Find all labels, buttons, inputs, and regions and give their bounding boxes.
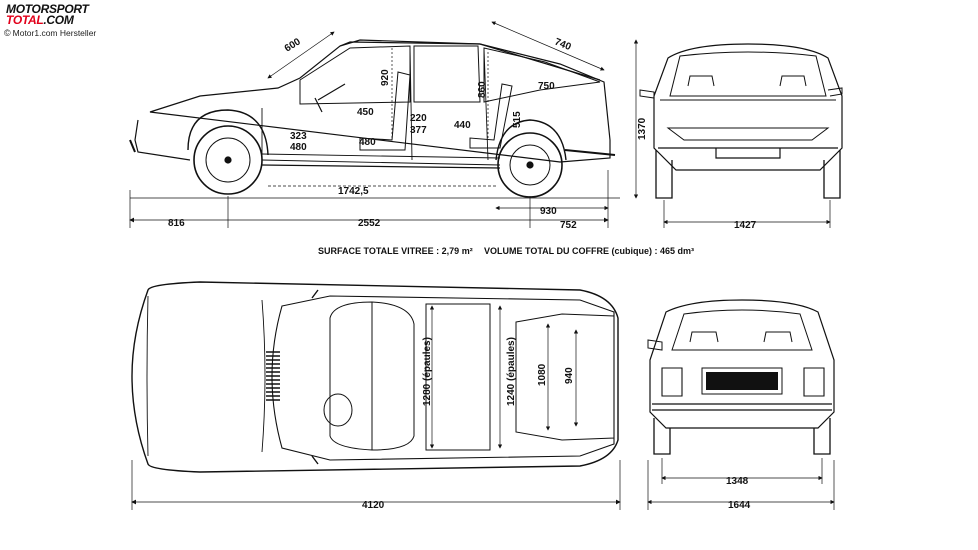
top-body-outline <box>131 281 619 473</box>
rear-window <box>671 309 813 351</box>
dim-label-860: 860 <box>477 81 488 98</box>
side-rear-arch <box>495 119 567 161</box>
side-rear-hub-center <box>526 161 534 169</box>
front-bumper <box>658 147 838 159</box>
dim-label-1240: 1240 (épaules) <box>506 337 517 406</box>
side-front-arch <box>187 109 269 156</box>
dim-label-752: 752 <box>560 220 577 231</box>
rear-mirror <box>647 339 663 351</box>
copyright-icon: © <box>4 28 11 38</box>
side-front-wheel <box>193 125 263 195</box>
dim-label-480: 480 <box>359 137 376 148</box>
rear-body <box>649 299 835 429</box>
front-headrests <box>687 75 807 87</box>
top-cabin-outline <box>271 295 615 461</box>
top-steering-wheel <box>323 393 353 427</box>
caption-boot-volume: VOLUME TOTAL DU COFFRE (cubique) : 465 d… <box>484 246 694 256</box>
side-steering-wheel <box>314 83 346 113</box>
side-rear-seat <box>469 83 513 149</box>
image-credit: © Motor1.com Hersteller <box>4 28 96 38</box>
dim-label-1742: 1742,5 <box>338 186 369 197</box>
side-view: 816 2552 752 930 1742,5 1370 600 740 920… <box>129 21 648 231</box>
rear-bumper <box>652 403 832 411</box>
dim-label-4120: 4120 <box>362 500 385 511</box>
side-greenhouse <box>299 45 601 105</box>
dim-label-1348: 1348 <box>726 476 749 487</box>
dim-label-940: 940 <box>564 367 575 384</box>
rear-tyres <box>653 418 831 455</box>
rear-view: 1348 1644 <box>647 299 835 511</box>
logo-text-motorsport: MOTORSPORT <box>6 2 89 16</box>
side-bumpers <box>129 139 616 156</box>
rear-lights <box>661 367 825 397</box>
top-mirrors <box>311 289 319 465</box>
rear-headrests <box>689 331 793 343</box>
dim-line-740 <box>491 21 605 71</box>
logo-text-total-word: TOTAL <box>6 13 44 27</box>
dim-label-377: 377 <box>410 125 427 136</box>
credit-text: Motor1.com Hersteller <box>12 28 97 38</box>
rear-number-plate-frame <box>701 367 783 395</box>
side-front-hub <box>205 137 251 183</box>
top-boot <box>515 313 615 441</box>
dim-label-600: 600 <box>283 36 303 54</box>
side-front-hub-center <box>224 156 232 164</box>
rear-number-plate <box>706 372 778 390</box>
dim-label-1370: 1370 <box>637 117 648 140</box>
front-body <box>653 43 843 171</box>
caption-glass-area: SURFACE TOTALE VITREE : 2,79 m² <box>318 246 473 256</box>
dim-label-750: 750 <box>538 81 555 92</box>
dim-label-1427: 1427 <box>734 220 757 231</box>
front-grille <box>666 127 830 141</box>
logo-text-total: TOTAL.COM <box>6 13 126 27</box>
dim-label-2552: 2552 <box>358 218 381 229</box>
dim-label-450: 450 <box>357 107 374 118</box>
top-front-seats <box>329 301 415 451</box>
dim-label-440: 440 <box>454 120 471 131</box>
side-rear-hub <box>509 144 551 186</box>
dim-label-1080: 1080 <box>537 363 548 386</box>
front-view: 1427 <box>639 43 843 231</box>
dim-line-600 <box>267 31 335 79</box>
dim-label-480b: 480 <box>290 142 307 153</box>
front-windscreen <box>669 51 827 97</box>
brand-logo: MOTORSPORT TOTAL.COM <box>6 2 126 27</box>
top-view: 1280 (épaules) 1240 (épaules) 1080 940 4… <box>131 281 621 511</box>
side-doorline <box>261 45 489 161</box>
logo-text-dotcom: .COM <box>43 13 74 27</box>
top-rear-bench <box>425 303 491 451</box>
dim-label-220: 220 <box>410 113 427 124</box>
dim-label-1644: 1644 <box>728 500 751 511</box>
dim-label-816: 816 <box>168 218 185 229</box>
front-mirror <box>639 87 843 99</box>
side-body-outline <box>134 39 611 169</box>
dim-label-740: 740 <box>553 37 573 54</box>
dim-label-323: 323 <box>290 131 307 142</box>
dim-label-930: 930 <box>540 206 557 217</box>
side-front-seat <box>359 71 411 151</box>
top-hood-lines <box>146 295 266 457</box>
dim-label-515: 515 <box>512 111 523 128</box>
front-tyres <box>655 150 841 199</box>
dim-label-1280: 1280 (épaules) <box>422 337 433 406</box>
dim-label-920: 920 <box>380 69 391 86</box>
side-sill <box>261 153 501 166</box>
